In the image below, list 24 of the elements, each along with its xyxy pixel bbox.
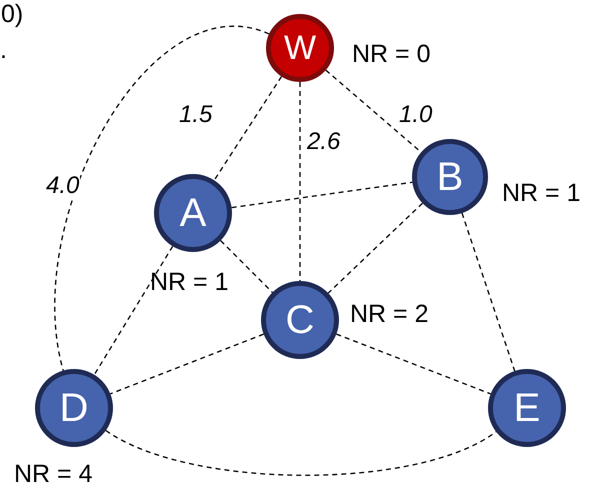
connector-line xyxy=(299,82,301,281)
node-label: D xyxy=(60,388,88,428)
text-fragment: . xyxy=(0,38,7,63)
node-label: W xyxy=(284,31,316,65)
node-label: E xyxy=(514,388,540,428)
connector-line xyxy=(328,202,423,294)
rank-label: NR = 1 xyxy=(150,270,229,295)
connector-line xyxy=(54,26,270,371)
connector-line xyxy=(94,246,174,376)
rank-label: NR = 4 xyxy=(14,462,93,487)
connector-line xyxy=(461,212,516,372)
rank-label: NR = 2 xyxy=(350,302,429,327)
connector-line xyxy=(214,76,282,181)
connector-line xyxy=(232,182,412,208)
connector-line xyxy=(110,334,264,394)
connector-line xyxy=(336,333,491,395)
node-label: B xyxy=(436,157,464,197)
node-label: A xyxy=(180,193,206,233)
text-fragment: 0) xyxy=(1,2,24,27)
edge-label: 4.0 xyxy=(45,174,80,198)
connector-line xyxy=(220,240,273,293)
rank-label: NR = 1 xyxy=(502,181,581,206)
rank-label: NR = 0 xyxy=(352,42,431,67)
node-label: C xyxy=(286,300,314,340)
